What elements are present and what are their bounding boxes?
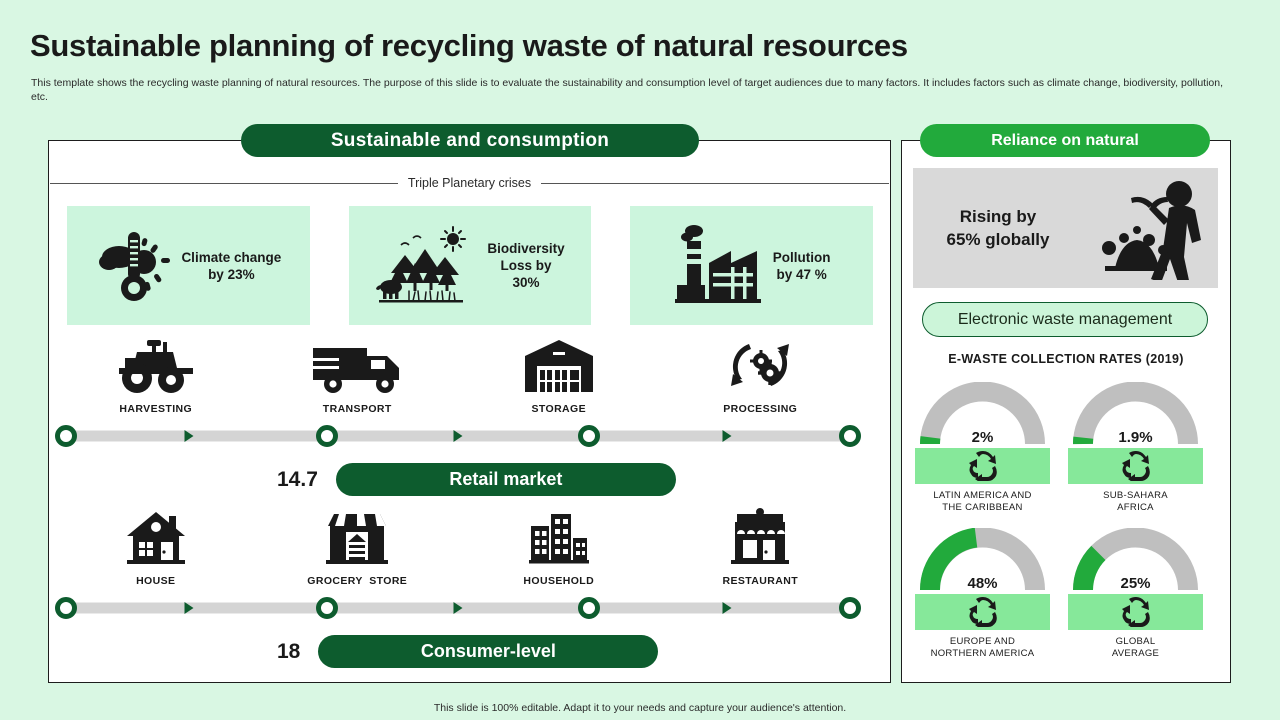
- gauge-sub-sahara[interactable]: 1.9% SUB-SAHARA AFRICA: [1068, 382, 1203, 514]
- gauge-arc: 25%: [1073, 528, 1198, 594]
- process-label-transport: TRANSPORT: [322, 403, 392, 415]
- process-footer-retail: 14.7 Retail market: [55, 463, 861, 496]
- process-row-consumer: HOUSE GROCERY: [55, 508, 861, 668]
- process-label-household: HOUSEHOLD: [523, 575, 595, 587]
- recycle-icon-badge: [1068, 448, 1203, 484]
- reliance-on-natural-header: Reliance on natural: [920, 124, 1210, 157]
- slide-footer-note: This slide is 100% editable. Adapt it to…: [433, 702, 847, 714]
- gauge-arc: 2%: [920, 382, 1045, 448]
- track-node[interactable]: [577, 425, 600, 447]
- truck-icon: [309, 336, 405, 394]
- gauge-value-sub-sahara: 1.9%: [1118, 429, 1153, 446]
- process-stage-retail: Retail market: [335, 463, 676, 496]
- track-node[interactable]: [838, 597, 861, 619]
- crisis-card-pollution[interactable]: Pollution by 47 %: [630, 206, 874, 325]
- process-label-house: HOUSE: [136, 575, 176, 587]
- crisis-label-climate: Climate change by 23%: [181, 249, 282, 282]
- track-nodes: [55, 597, 861, 619]
- rising-globally-text: Rising by 65% globally: [946, 207, 1050, 249]
- gauge-value-latin-america: 2%: [971, 429, 994, 446]
- track-node[interactable]: [838, 425, 861, 447]
- crises-cards: Climate change by 23%: [67, 206, 874, 325]
- gears-recycle-icon: [727, 336, 793, 394]
- gauge-arc: 1.9%: [1073, 382, 1198, 448]
- process-label-harvesting: HARVESTING: [119, 403, 193, 415]
- process-steps-retail: HARVESTING TRANSPORT: [55, 336, 861, 415]
- process-stage-consumer: Consumer-level: [318, 635, 659, 668]
- pollution-factory-smokestack-icon: [673, 223, 765, 309]
- track-nodes: [55, 425, 861, 447]
- gauge-europe-north-america[interactable]: 48% EUROPE AND NORTHERN AMERICA: [915, 528, 1050, 660]
- process-step-processing[interactable]: PROCESSING: [660, 336, 862, 415]
- track-node[interactable]: [316, 597, 339, 619]
- process-step-harvesting[interactable]: HARVESTING: [55, 336, 257, 415]
- recycle-icon-badge: [1068, 594, 1203, 630]
- track-node[interactable]: [577, 597, 600, 619]
- process-track-consumer: [55, 595, 861, 621]
- crises-legend: Triple Planetary crises: [50, 176, 889, 190]
- gauge-latin-america[interactable]: 2% LATIN AMERICA AND THE CARIBBEAN: [915, 382, 1050, 514]
- process-step-grocery[interactable]: GROCERY STORE: [257, 508, 459, 587]
- process-value-retail: 14.7: [277, 467, 318, 491]
- gauge-value-global-average: 25%: [1120, 575, 1151, 592]
- process-value-consumer: 18: [277, 639, 301, 663]
- process-track-retail: [55, 423, 861, 449]
- legend-line-left: [50, 182, 398, 184]
- grocery-store-icon: [324, 508, 390, 566]
- ewaste-gauge-chart: 2% LATIN AMERICA AND THE CARIBBEAN 1.9%: [915, 382, 1217, 660]
- gauge-region-latin-america: LATIN AMERICA AND THE CARIBBEAN: [933, 490, 1032, 513]
- gauge-region-europe-north-america: EUROPE AND NORTHERN AMERICA: [930, 636, 1035, 659]
- biodiversity-forest-animals-icon: [375, 223, 479, 309]
- gauge-region-sub-sahara: SUB-SAHARA AFRICA: [1103, 490, 1168, 513]
- process-footer-consumer: 18 Consumer-level: [55, 635, 861, 668]
- gauge-arc: 48%: [920, 528, 1045, 594]
- process-label-restaurant: RESTAURANT: [722, 575, 799, 587]
- process-row-retail: HARVESTING TRANSPORT: [55, 336, 861, 496]
- crisis-label-pollution: Pollution by 47 %: [772, 249, 831, 282]
- track-node[interactable]: [55, 597, 77, 619]
- process-step-storage[interactable]: STORAGE: [458, 336, 660, 415]
- climate-thermometer-cloud-sun-icon: [95, 223, 173, 309]
- recycle-icon-badge: [915, 594, 1050, 630]
- crisis-card-climate[interactable]: Climate change by 23%: [67, 206, 310, 325]
- gauge-global-average[interactable]: 25% GLOBAL AVERAGE: [1068, 528, 1203, 660]
- household-buildings-icon: [527, 508, 591, 566]
- process-label-storage: STORAGE: [531, 403, 587, 415]
- crises-legend-label: Triple Planetary crises: [397, 176, 542, 190]
- track-node[interactable]: [55, 425, 77, 447]
- recycle-icon-badge: [915, 448, 1050, 484]
- process-steps-consumer: HOUSE GROCERY: [55, 508, 861, 587]
- electronic-waste-management-header: Electronic waste management: [922, 302, 1208, 337]
- ewaste-chart-title: E-WASTE COLLECTION RATES (2019): [948, 352, 1184, 366]
- process-label-processing: PROCESSING: [723, 403, 798, 415]
- process-step-restaurant[interactable]: RESTAURANT: [660, 508, 862, 587]
- restaurant-icon: [729, 508, 791, 566]
- legend-line-right: [541, 182, 889, 184]
- miner-pickaxe-icon: [1083, 176, 1218, 280]
- process-step-house[interactable]: HOUSE: [55, 508, 257, 587]
- process-label-grocery: GROCERY STORE: [307, 575, 408, 587]
- sustainable-consumption-header: Sustainable and consumption: [241, 124, 699, 157]
- tractor-icon: [117, 336, 195, 394]
- crisis-label-biodiversity: Biodiversity Loss by 30%: [487, 241, 565, 290]
- page-subtitle: This template shows the recycling waste …: [31, 77, 1224, 103]
- warehouse-icon: [523, 336, 595, 394]
- page-title: Sustainable planning of recycling waste …: [30, 28, 908, 63]
- process-step-transport[interactable]: TRANSPORT: [257, 336, 459, 415]
- house-icon: [125, 508, 187, 566]
- track-node[interactable]: [316, 425, 339, 447]
- process-step-household[interactable]: HOUSEHOLD: [458, 508, 660, 587]
- rising-globally-card[interactable]: Rising by 65% globally: [913, 168, 1218, 288]
- crisis-card-biodiversity[interactable]: Biodiversity Loss by 30%: [348, 206, 592, 325]
- gauge-region-global-average: GLOBAL AVERAGE: [1111, 636, 1160, 659]
- gauge-value-europe-north-america: 48%: [967, 575, 998, 592]
